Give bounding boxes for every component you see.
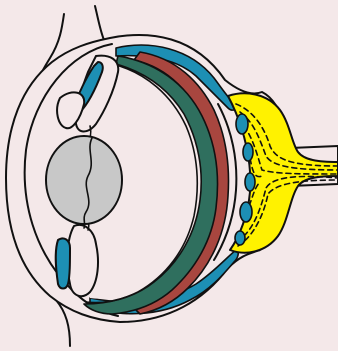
ciliary-body-lower (67, 225, 98, 296)
vessel-spot (240, 202, 252, 222)
vessel-spot (243, 143, 253, 161)
iris-lower (56, 238, 70, 288)
vessel-spot (236, 114, 248, 134)
upper-eyelid-fold (95, 6, 104, 40)
vessel-spot (235, 231, 245, 245)
vessel-spot (245, 173, 255, 191)
lens (46, 136, 122, 224)
